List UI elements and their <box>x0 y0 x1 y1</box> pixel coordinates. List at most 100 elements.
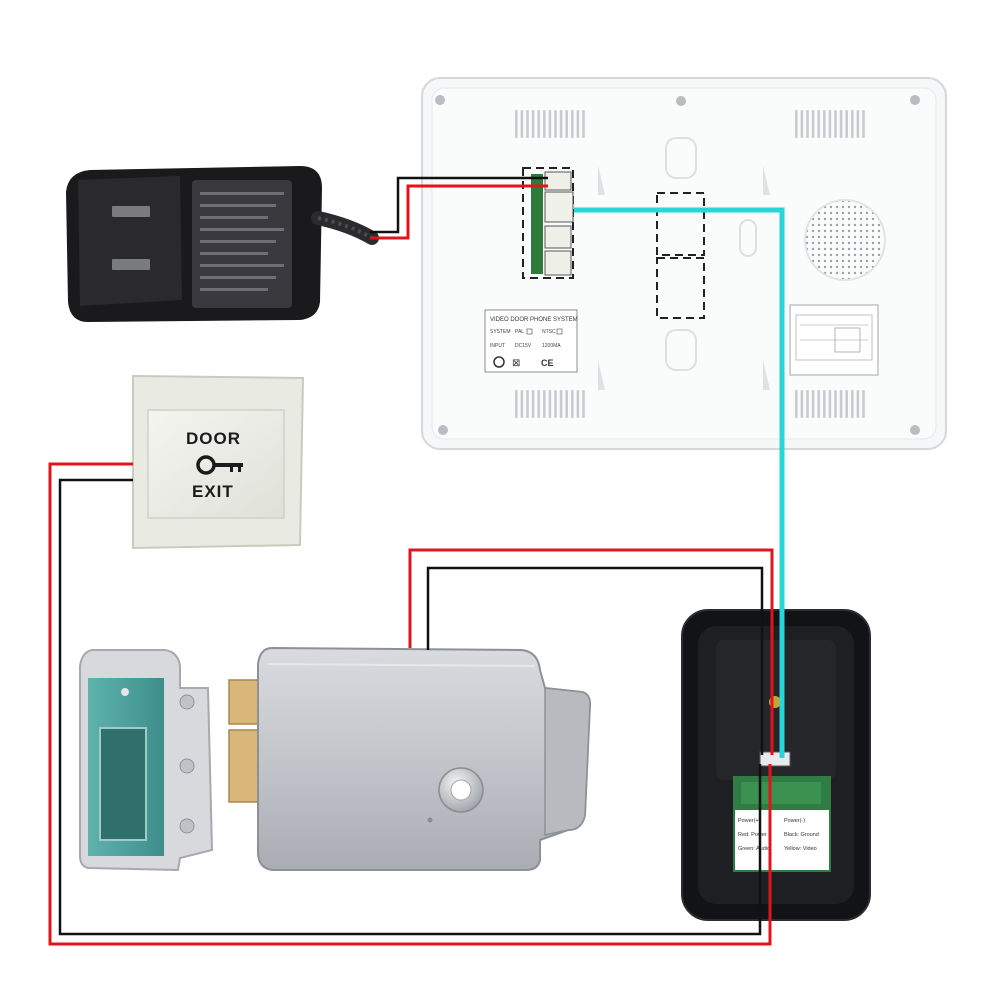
vent-slot <box>543 390 546 418</box>
screw-icon <box>676 96 686 106</box>
vent-slot <box>537 390 540 418</box>
vent-slot <box>571 390 574 418</box>
vent-slot <box>862 110 865 138</box>
vent-slot <box>795 390 798 418</box>
vent-slot <box>571 110 574 138</box>
vent-slot <box>543 110 546 138</box>
vent-slot <box>559 110 563 138</box>
exit-button: DOOR EXIT <box>132 374 305 550</box>
label-print-line <box>200 264 284 267</box>
exit-label: EXIT <box>192 482 234 501</box>
system-label: SYSTEM <box>490 329 511 335</box>
vent-slot <box>839 390 843 418</box>
vent-slot <box>811 110 815 138</box>
label-print-line <box>200 288 268 291</box>
vent-slot <box>811 390 815 418</box>
wiring-legend-line: Yellow: Video <box>784 846 817 852</box>
power-value: 1200MA <box>542 343 561 349</box>
vent-slot <box>851 390 854 418</box>
signal-wire <box>574 207 785 758</box>
wiring-legend-line: Red: Power <box>738 832 767 838</box>
vent-slot <box>817 390 820 418</box>
terminal-block <box>522 167 574 279</box>
label-print-line <box>200 216 268 219</box>
vent-slot <box>520 390 524 418</box>
vent-slot <box>520 110 524 138</box>
vent-slot <box>862 390 865 418</box>
label-print-line <box>200 192 284 195</box>
wiring <box>48 176 785 946</box>
vent-slot <box>526 390 529 418</box>
vent-slot <box>856 110 860 138</box>
vent-slot <box>839 110 843 138</box>
vent-slot <box>559 390 563 418</box>
door-label: DOOR <box>186 429 241 448</box>
vent-slot <box>845 390 848 418</box>
vent-slot <box>554 110 557 138</box>
speaker-grille <box>804 199 886 281</box>
wiring-legend-line: Green: Audio <box>738 846 770 852</box>
adapter-red-wire <box>370 184 548 240</box>
label-print-line <box>200 228 284 231</box>
product-label: VIDEO DOOR PHONE SYSTEM SYSTEM PAL NTSC … <box>484 309 578 373</box>
input-value: DC15V <box>515 343 532 349</box>
vent-slot <box>548 110 552 138</box>
screw-icon <box>435 95 445 105</box>
svg-text:⊠: ⊠ <box>512 358 520 369</box>
screw-icon <box>910 425 920 435</box>
lock-strike <box>79 649 214 872</box>
vent-slot <box>823 390 826 418</box>
vent-slot <box>576 110 580 138</box>
label-print-line <box>200 276 276 279</box>
label-title: VIDEO DOOR PHONE SYSTEM <box>490 317 578 323</box>
vent-slot <box>582 110 585 138</box>
electric-lock <box>228 646 592 871</box>
vent-slot <box>834 110 837 138</box>
vent-slot <box>800 110 804 138</box>
label-print-line <box>200 252 268 255</box>
vent-slot <box>834 390 837 418</box>
wiring-legend-line: Power(+) <box>738 818 761 824</box>
wiring-legend-line: Power(-) <box>784 818 805 824</box>
vent-slot <box>806 390 809 418</box>
vent-slot <box>576 390 580 418</box>
vent-slot <box>851 110 854 138</box>
vent-slot <box>515 390 518 418</box>
schematic-label <box>789 304 879 376</box>
vent-slot <box>515 110 518 138</box>
exit-black-wire <box>58 478 762 936</box>
vent-slot <box>565 110 568 138</box>
label-print-line <box>200 240 276 243</box>
ntsc-label: NTSC <box>542 329 556 335</box>
vent-slot <box>806 110 809 138</box>
label-print-line <box>200 204 276 207</box>
power-adapter <box>66 166 379 322</box>
ce-mark: CE <box>541 358 554 368</box>
wiring-legend-line: Black: Ground <box>784 832 819 838</box>
vent-slot <box>582 390 585 418</box>
vent-slot <box>817 110 820 138</box>
vent-slot <box>554 390 557 418</box>
adapter-black-wire <box>370 176 548 234</box>
indoor-monitor: VIDEO DOOR PHONE SYSTEM SYSTEM PAL NTSC … <box>421 77 947 450</box>
vent-slot <box>845 110 848 138</box>
vent-slot <box>828 110 832 138</box>
lock-black-wire <box>426 566 764 755</box>
input-label: INPUT <box>490 343 505 349</box>
vent-slot <box>531 110 535 138</box>
vent-slot <box>856 390 860 418</box>
vent-slot <box>531 390 535 418</box>
vent-slot <box>795 110 798 138</box>
key-icon <box>196 455 243 475</box>
vent-slot <box>548 390 552 418</box>
screw-icon <box>438 425 448 435</box>
vent-slots <box>515 110 865 418</box>
vent-slot <box>526 110 529 138</box>
vent-slot <box>828 390 832 418</box>
exit-red-wire <box>48 462 772 946</box>
vent-slot <box>537 110 540 138</box>
vent-slot <box>823 110 826 138</box>
lock-red-wire <box>408 548 774 755</box>
outdoor-camera-unit: Power(+) Power(-) Red: Power Black: GroundG… <box>681 609 871 921</box>
